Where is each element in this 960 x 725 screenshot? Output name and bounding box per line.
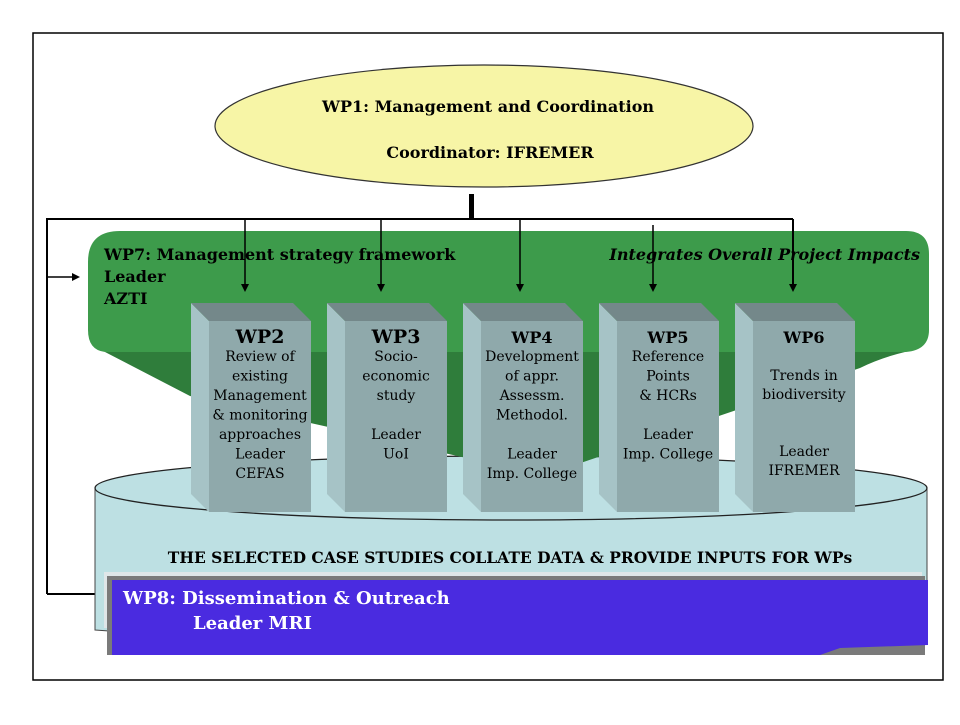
wp7-title: WP7: Management strategy framework [103, 245, 456, 264]
wp-box-line: & monitoring [212, 408, 307, 424]
box-side-face [463, 303, 481, 512]
wp1-title: WP1: Management and Coordination [321, 97, 654, 116]
box-top-face [735, 303, 855, 321]
arrow-to-wp7-head [72, 273, 80, 281]
box-front-face [617, 321, 719, 512]
wp-box-line: Review of [225, 349, 296, 365]
wp8-title: WP8: Dissemination & Outreach [122, 588, 450, 609]
wp-arrows [241, 219, 797, 292]
arrow-wp3-head [377, 284, 385, 292]
case-studies-text: THE SELECTED CASE STUDIES COLLATE DATA &… [168, 548, 853, 567]
arrow-wp2-head [241, 284, 249, 292]
wp-box-line: Leader [507, 447, 557, 463]
box-top-face [463, 303, 583, 321]
wp-box-line: Points [646, 369, 690, 385]
wp-box-line: CEFAS [235, 466, 284, 482]
wp-box-line: & HCRs [639, 388, 697, 404]
wp7-leader-label: Leader [104, 267, 166, 286]
box-top-face [599, 303, 719, 321]
wp1-subtitle: Coordinator: IFREMER [386, 143, 594, 162]
wp1-connector-stem [469, 194, 474, 218]
wp-box-line: existing [232, 369, 288, 385]
wp-box-line: Methodol. [496, 408, 568, 424]
box-front-face [345, 321, 447, 512]
wp7-tagline: Integrates Overall Project Impacts [608, 245, 920, 264]
wp-box-id: WP5 [646, 328, 688, 347]
wp8-box [112, 580, 928, 655]
wp-box-id: WP4 [510, 328, 552, 347]
wp-box-line: Management [213, 388, 307, 404]
box-side-face [191, 303, 209, 512]
wp-box-line: Leader [643, 427, 693, 443]
wp-box-line: economic [362, 369, 430, 385]
wp-box-line: Leader [779, 444, 829, 460]
box-side-face [327, 303, 345, 512]
wp-box-id: WP3 [371, 326, 421, 348]
wp-box-line: Leader [235, 447, 285, 463]
wp-box-id: WP2 [235, 326, 285, 348]
wp1-node: WP1: Management and Coordination Coordin… [214, 64, 754, 188]
box-front-face [209, 321, 311, 512]
wp-box-line: study [377, 388, 416, 404]
box-top-face [191, 303, 311, 321]
box-side-face [735, 303, 753, 512]
box-front-face [753, 321, 855, 512]
arrow-wp5-head [649, 284, 657, 292]
wp8-leader: Leader MRI [193, 613, 312, 634]
wp-box-line: Socio- [374, 349, 418, 365]
box-side-face [599, 303, 617, 512]
box-front-face [481, 321, 583, 512]
wp-box-line: Assessm. [499, 388, 565, 404]
wp-box-line: UoI [383, 447, 409, 463]
wp-box-line: Imp. College [487, 466, 577, 482]
wp1-ellipse [214, 64, 754, 188]
wp8-banner: WP8: Dissemination & Outreach Leader MRI [104, 572, 928, 655]
wp-box-line: approaches [219, 427, 301, 443]
arrow-wp6-head [789, 284, 797, 292]
wp-box-line: biodiversity [762, 387, 845, 403]
arrow-wp4-head [516, 284, 524, 292]
wp-box-line: Trends in [770, 368, 837, 384]
wp-box-line: Imp. College [623, 447, 713, 463]
wp7-leader: AZTI [103, 289, 147, 308]
wp-box-line: Leader [371, 427, 421, 443]
wp-box-line: Reference [632, 349, 704, 365]
wp-box-line: IFREMER [768, 463, 840, 479]
wp-box-line: Development [485, 349, 579, 365]
wp-box-line: of appr. [505, 369, 559, 385]
wp-box-id: WP6 [782, 328, 824, 347]
box-top-face [327, 303, 447, 321]
